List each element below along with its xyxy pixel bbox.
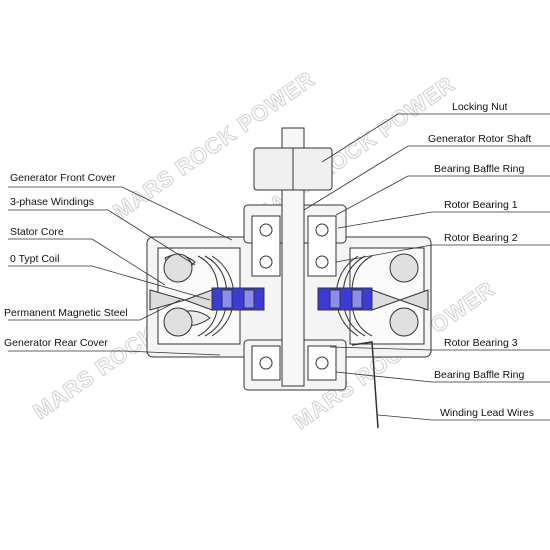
- label-bearing-baffle-ring-bottom: Bearing Baffle Ring: [434, 369, 524, 381]
- label-winding-lead-wires: Winding Lead Wires: [440, 407, 534, 419]
- label-locking-nut: Locking Nut: [452, 101, 508, 113]
- label-rotor-bearing-2: Rotor Bearing 2: [444, 232, 518, 244]
- labels-left: Generator Front Cover 3-phase Windings S…: [4, 172, 128, 349]
- label-generator-front-cover: Generator Front Cover: [10, 172, 116, 184]
- rotor-shaft: [281, 127, 305, 387]
- label-bearing-baffle-ring-top: Bearing Baffle Ring: [434, 163, 524, 175]
- permanent-magnet-right: [317, 287, 429, 311]
- label-stator-core: Stator Core: [10, 226, 64, 238]
- label-generator-rotor-shaft: Generator Rotor Shaft: [428, 133, 531, 145]
- bearing-front: [251, 215, 337, 277]
- label-permanent-magnetic-steel: Permanent Magnetic Steel: [4, 307, 128, 319]
- permanent-magnet-left: [149, 287, 265, 311]
- labels-right: Locking Nut Generator Rotor Shaft Bearin…: [428, 101, 534, 419]
- motor-body: [146, 127, 432, 429]
- label-generator-rear-cover: Generator Rear Cover: [4, 337, 108, 349]
- label-rotor-bearing-1: Rotor Bearing 1: [444, 199, 518, 211]
- label-3-phase-windings: 3-phase Windings: [10, 196, 94, 208]
- bearing-rear: [251, 345, 337, 381]
- label-0-typt-coil: 0 Typt Coil: [10, 253, 59, 265]
- winding-lead-wire: [351, 341, 379, 429]
- label-rotor-bearing-3: Rotor Bearing 3: [444, 337, 518, 349]
- leader-lines: [8, 113, 550, 421]
